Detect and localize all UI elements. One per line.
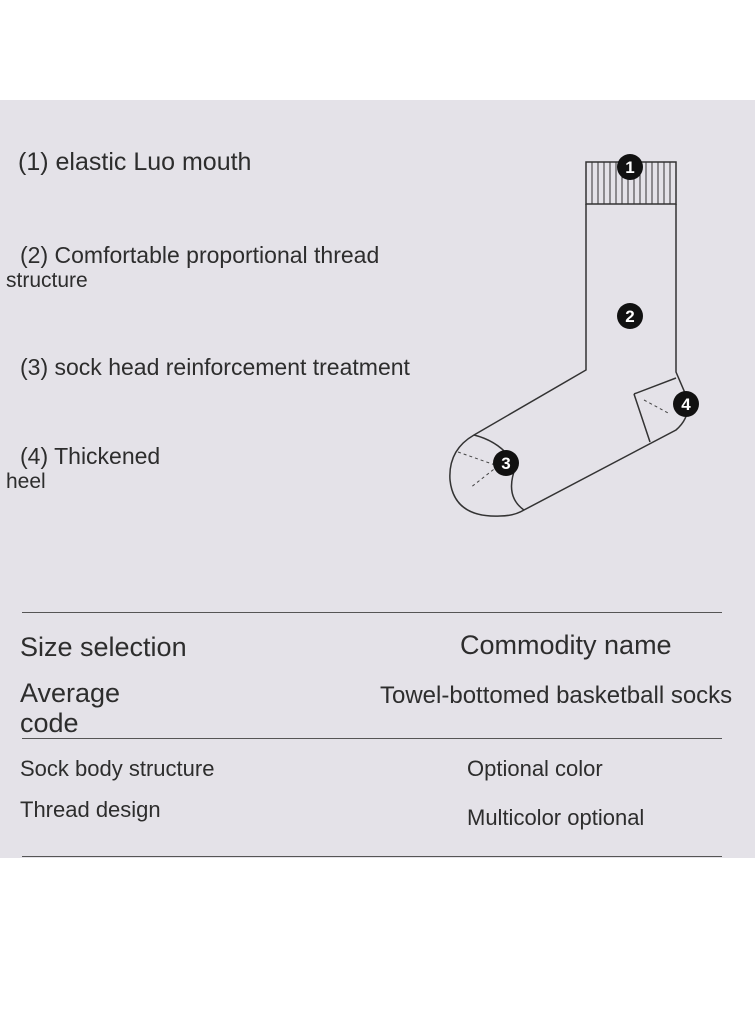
feature-2-text-cont: structure <box>6 269 88 292</box>
feature-4-number: (4) <box>20 443 49 469</box>
toe-stitch <box>457 451 500 489</box>
cuff-ribbing <box>591 162 671 204</box>
feature-1-text: elastic Luo mouth <box>55 148 252 176</box>
sock-outline <box>449 204 689 517</box>
feature-2-number: (2) <box>20 242 49 268</box>
feature-1: (1) elastic Luo mouth <box>18 150 251 175</box>
marker-3: 3 <box>493 450 519 476</box>
sock-diagram: 1 2 3 4 <box>449 154 699 517</box>
feature-2-text: Comfortable proportional thread <box>54 242 380 268</box>
sock-body-structure-label: Sock body structure <box>20 756 215 781</box>
heel-seam <box>633 377 677 443</box>
svg-text:1: 1 <box>625 158 634 177</box>
feature-3-number: (3) <box>20 354 49 380</box>
feature-4-text-cont: heel <box>6 470 46 493</box>
marker-2: 2 <box>617 303 643 329</box>
optional-color-label: Optional color <box>467 756 603 781</box>
thread-design-value: Thread design <box>20 797 161 822</box>
svg-text:2: 2 <box>625 307 634 326</box>
commodity-name-label: Commodity name <box>460 630 672 660</box>
size-selection-label: Size selection <box>20 632 187 662</box>
feature-1-number: (1) <box>18 148 49 176</box>
size-value: Average code <box>20 678 120 738</box>
feature-4-text: Thickened <box>54 443 161 469</box>
feature-4: (4) Thickened heel <box>6 443 161 494</box>
heel-stitch <box>643 399 671 415</box>
svg-text:4: 4 <box>681 395 691 414</box>
size-value-line1: Average <box>20 678 121 708</box>
table-middle-rule <box>22 738 722 739</box>
marker-1: 1 <box>617 154 643 180</box>
feature-3: (3) sock head reinforcement treatment <box>20 355 410 380</box>
commodity-name-value: Towel-bottomed basketball socks <box>380 682 733 709</box>
size-value-line2: code <box>20 708 79 738</box>
product-info-panel: (1) elastic Luo mouth (2) Comfortable pr… <box>0 100 755 858</box>
marker-4: 4 <box>673 391 699 417</box>
feature-3-text: sock head reinforcement treatment <box>54 354 410 380</box>
multicolor-optional-value: Multicolor optional <box>467 805 645 830</box>
svg-text:3: 3 <box>501 454 510 473</box>
table-top-rule <box>22 612 722 613</box>
feature-2: (2) Comfortable proportional thread stru… <box>6 242 380 293</box>
table-bottom-rule <box>22 856 722 857</box>
